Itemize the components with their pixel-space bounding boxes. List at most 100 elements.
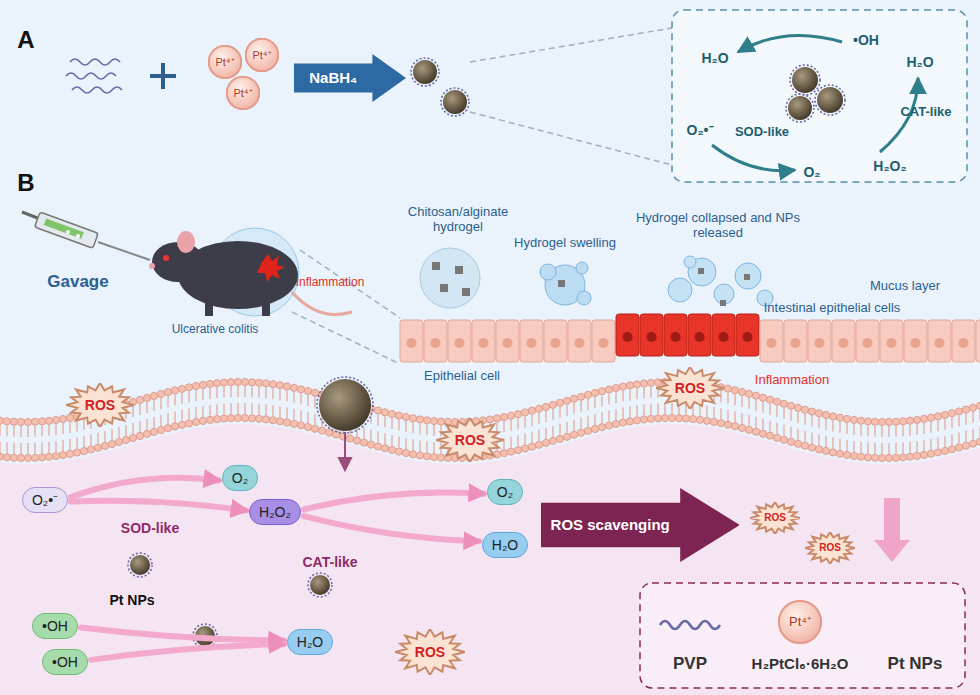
lipid-head: [122, 436, 129, 443]
lipid-head: [500, 414, 507, 421]
lipid-head: [17, 454, 24, 461]
lipid-tail: [664, 403, 665, 414]
lipid-tail: [762, 402, 763, 413]
lipid-tail: [20, 443, 21, 454]
lipid-tail: [671, 403, 672, 414]
lipid-head: [486, 416, 493, 423]
lipid-tail: [104, 431, 105, 442]
lipid-head: [31, 418, 38, 425]
cell-nucleus: [407, 338, 417, 348]
lipid-tail: [307, 395, 308, 406]
lipid-head: [780, 400, 787, 407]
lipid-tail: [622, 408, 623, 419]
lipid-tail: [923, 440, 924, 451]
reaction-arrow: [304, 516, 479, 541]
lipid-tail: [433, 442, 434, 453]
inset-arrows: [712, 35, 918, 170]
lipid-tail: [636, 388, 637, 399]
lipid-head: [66, 414, 73, 421]
annotation: H₂O: [701, 50, 728, 66]
pt-ion-circle: [246, 39, 279, 72]
lipid-head: [416, 452, 423, 459]
lipid-tail: [426, 424, 427, 435]
lipid-head: [199, 381, 206, 388]
lipid-tail: [699, 405, 700, 416]
species-pill: H₂O: [482, 532, 528, 558]
lipid-head: [3, 418, 10, 425]
mouse: [257, 254, 285, 282]
lipid-tail: [958, 433, 959, 444]
lipid-tail: [517, 418, 518, 429]
hydrogel-swelling: [558, 280, 565, 287]
lipid-head: [80, 447, 87, 454]
lipid-head: [227, 415, 234, 422]
lipid-head: [682, 415, 689, 422]
down-arrow: [874, 498, 910, 562]
lipid-tail: [76, 421, 77, 432]
annotation: O₂•⁻: [686, 122, 713, 138]
lipid-head: [745, 426, 752, 433]
lipid-head: [773, 398, 780, 405]
ros-burst: [395, 629, 465, 675]
lipid-head: [829, 449, 836, 456]
lipid-head: [24, 454, 31, 461]
lipid-head: [857, 417, 864, 424]
lipid-tail: [377, 432, 378, 443]
pt-nanoparticles: [128, 58, 937, 648]
pt-ion: Pt⁴⁺: [208, 45, 242, 79]
lipid-tail: [867, 442, 868, 453]
lipid-tail: [293, 409, 294, 420]
lipid-tail: [391, 435, 392, 446]
lipid-head: [528, 407, 535, 414]
species-pill: •OH: [42, 649, 88, 675]
lipid-tail: [902, 425, 903, 436]
lipid-tail: [713, 407, 714, 418]
lipid-head: [745, 390, 752, 397]
node-text: ROS: [764, 512, 786, 524]
lipid-tail: [384, 416, 385, 427]
lipid-tail: [125, 425, 126, 436]
cell-nucleus: [647, 332, 657, 342]
cell-nucleus: [455, 338, 465, 348]
lipid-tail: [153, 417, 154, 428]
lipid-tail: [706, 406, 707, 417]
lipid-head: [206, 416, 213, 423]
lipid-tail: [69, 439, 70, 450]
ros-burst: ROS: [656, 367, 724, 409]
reaction-arrow: [71, 478, 219, 497]
lipid-tail: [916, 424, 917, 435]
lipid-head: [283, 383, 290, 390]
lipid-head: [136, 396, 143, 403]
lipid-tail: [223, 387, 224, 398]
pt-nanoparticle: [817, 87, 843, 113]
node-text: NaBH₄: [309, 69, 357, 86]
lipid-tail: [867, 425, 868, 436]
lipid-head: [248, 379, 255, 386]
lipid-head: [752, 392, 759, 399]
lipid-tail: [832, 420, 833, 431]
lipid-head: [10, 418, 17, 425]
lipid-head: [668, 414, 675, 421]
mouse: [262, 300, 270, 316]
lipid-head: [388, 446, 395, 453]
lipid-head: [556, 435, 563, 442]
lipid-tail: [615, 409, 616, 420]
lipid-head: [535, 441, 542, 448]
node-text: ROS: [675, 380, 705, 396]
lipid-tail: [545, 411, 546, 422]
lipid-head: [787, 402, 794, 409]
lipid-tail: [167, 413, 168, 424]
lipid-tail: [783, 408, 784, 419]
lipid-tail: [258, 387, 259, 398]
lipid-head: [549, 401, 556, 408]
lipid-tail: [188, 391, 189, 402]
lipid-tail: [251, 386, 252, 397]
lipid-head: [794, 404, 801, 411]
lipid-tail: [944, 419, 945, 430]
lipid-tail: [650, 387, 651, 398]
lipid-head: [521, 409, 528, 416]
lipid-tail: [111, 429, 112, 440]
lipid-head: [794, 440, 801, 447]
lipid-tail: [370, 430, 371, 441]
lipid-tail: [727, 410, 728, 421]
